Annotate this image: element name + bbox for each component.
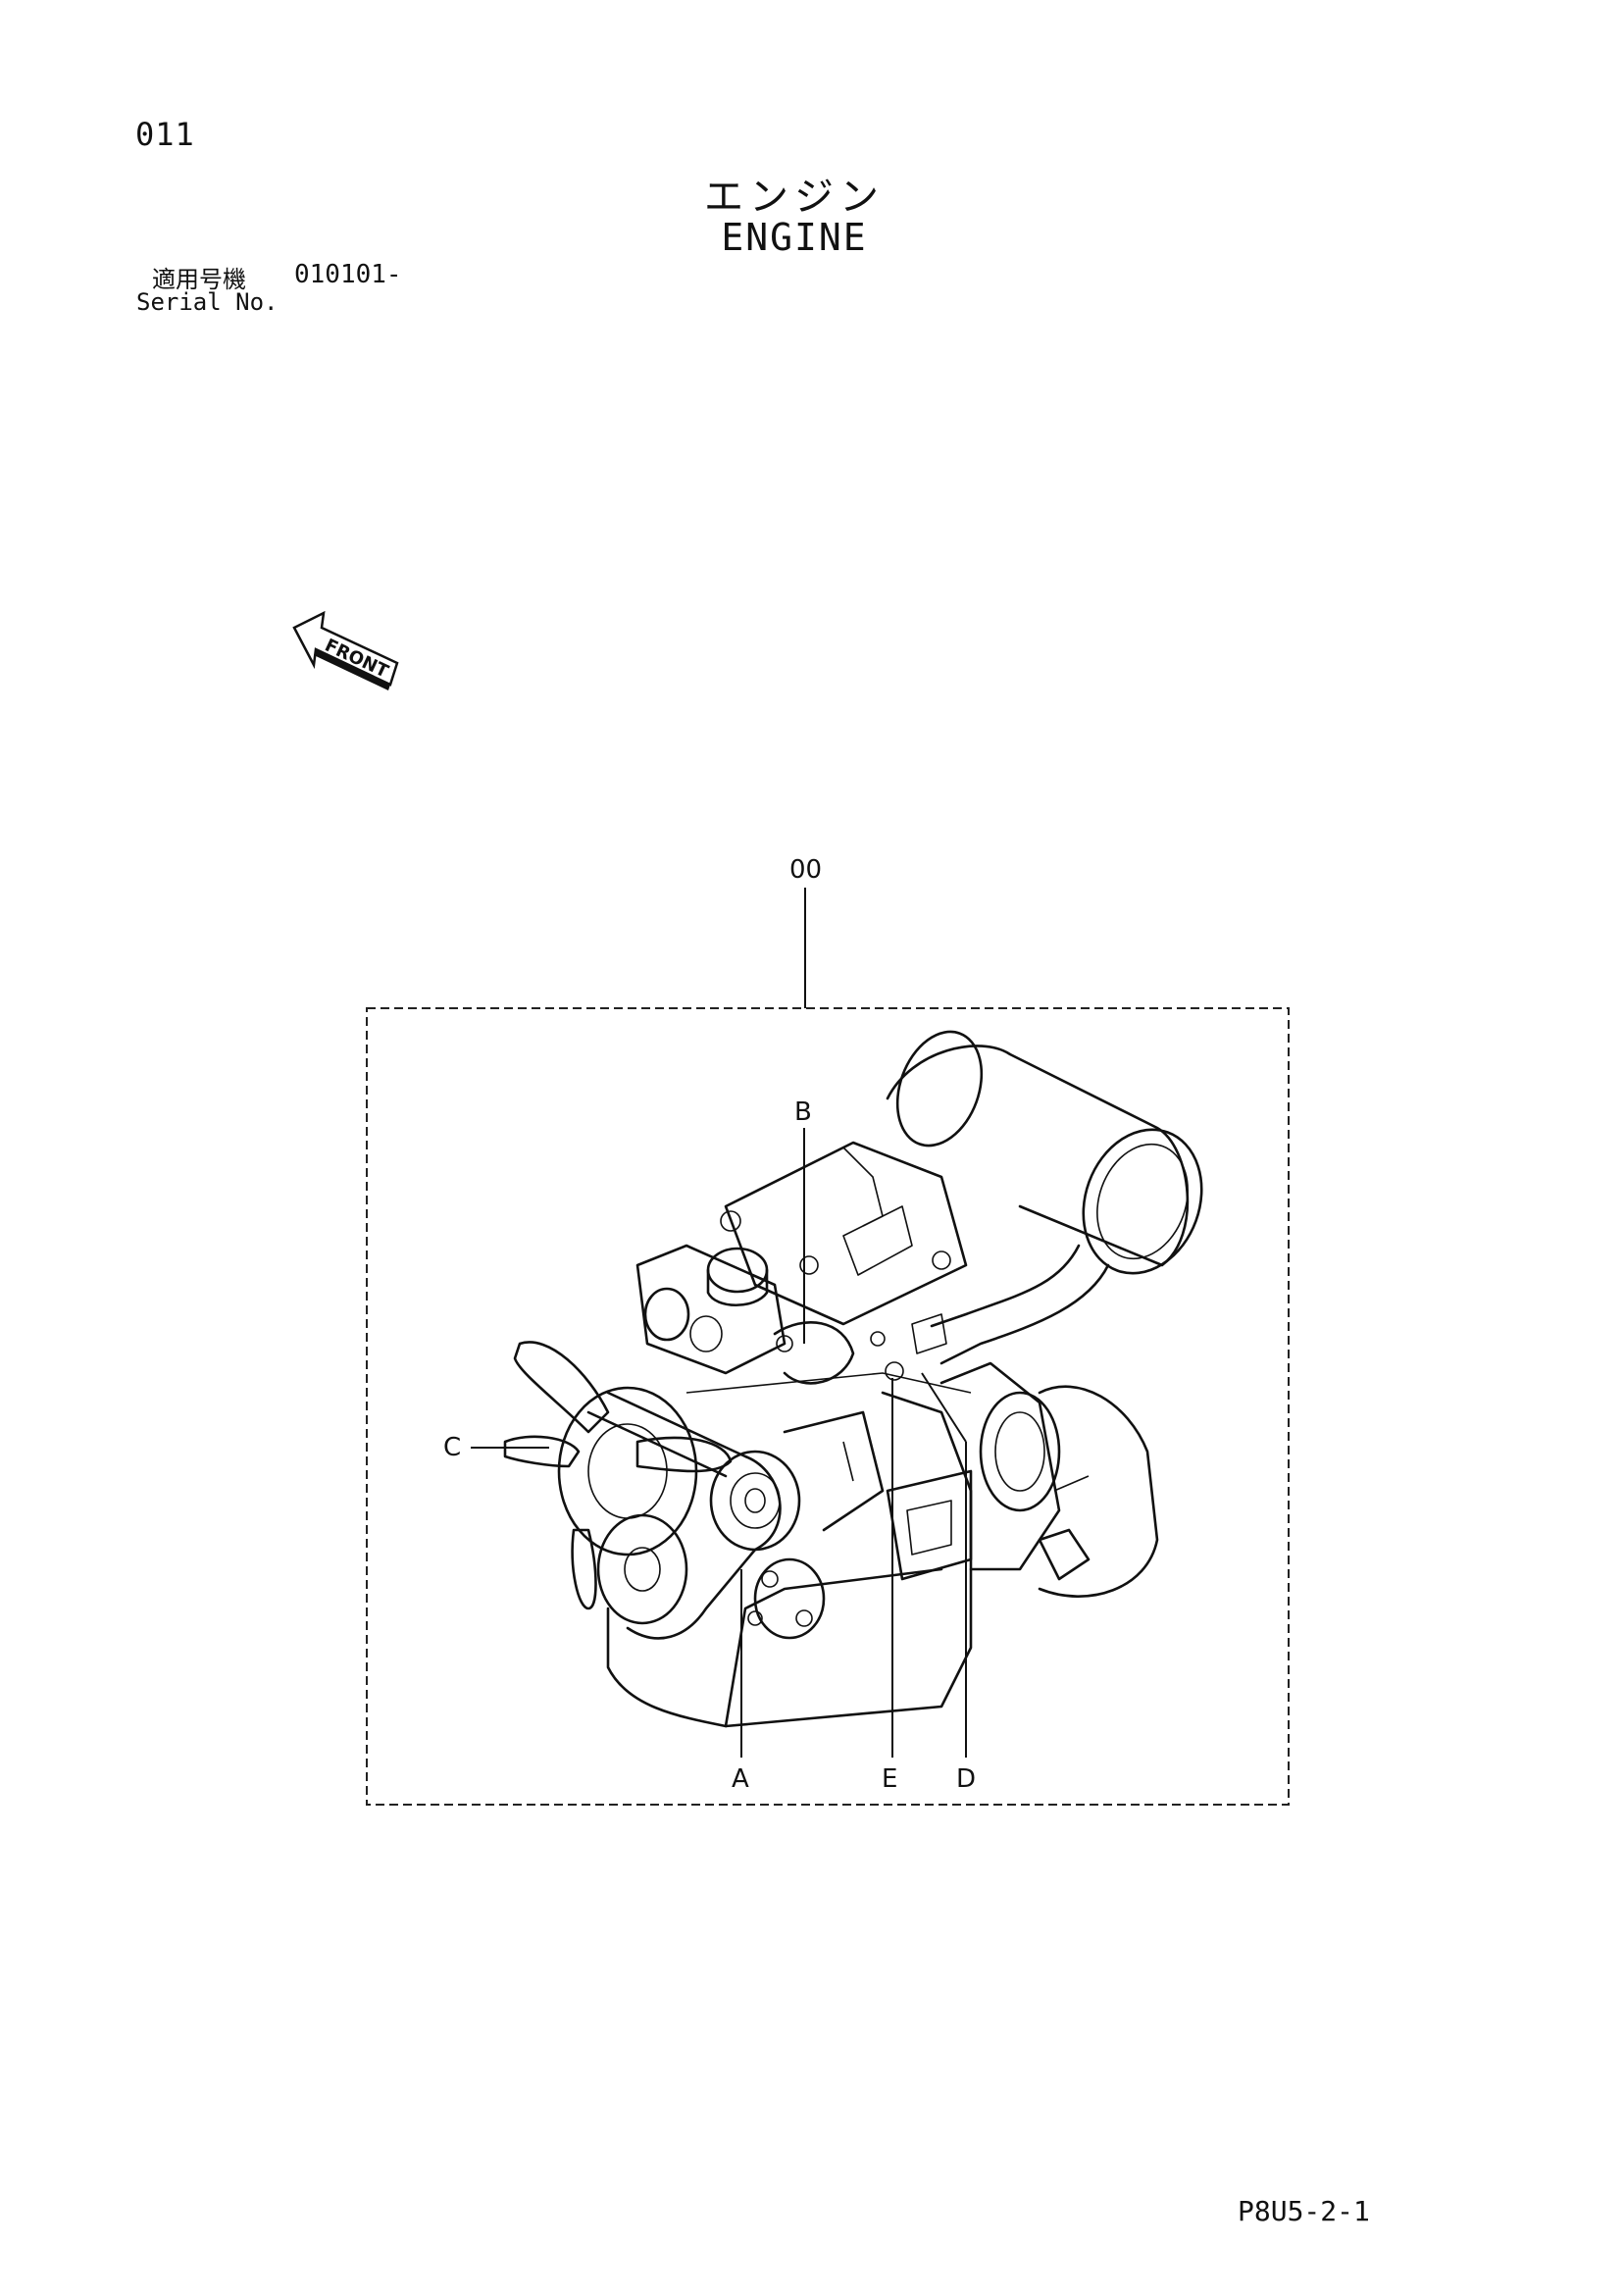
assembly-boundary <box>366 1007 1290 1806</box>
callout-d-leader-top <box>921 1372 967 1443</box>
front-arrow-icon: FRONT <box>292 610 399 690</box>
callout-a-label: A <box>732 1764 749 1794</box>
page-title-english: ENGINE <box>721 216 868 259</box>
callout-e-label: E <box>882 1764 897 1794</box>
engine-illustration <box>503 1030 1203 1728</box>
callout-b-label: B <box>794 1097 812 1127</box>
serial-label-japanese: 適用号機 <box>152 266 246 293</box>
callout-c-label: C <box>443 1433 461 1462</box>
serial-label-english: Serial No. <box>136 288 279 316</box>
page-title-japanese: エンジン <box>704 175 885 220</box>
assembly-number-label: 00 <box>789 855 822 885</box>
callout-d-label: D <box>956 1764 976 1794</box>
serial-number-value: 010101- <box>294 260 402 289</box>
page-number: 011 <box>135 116 195 153</box>
footer-code: P8U5-2-1 <box>1238 2195 1370 2227</box>
